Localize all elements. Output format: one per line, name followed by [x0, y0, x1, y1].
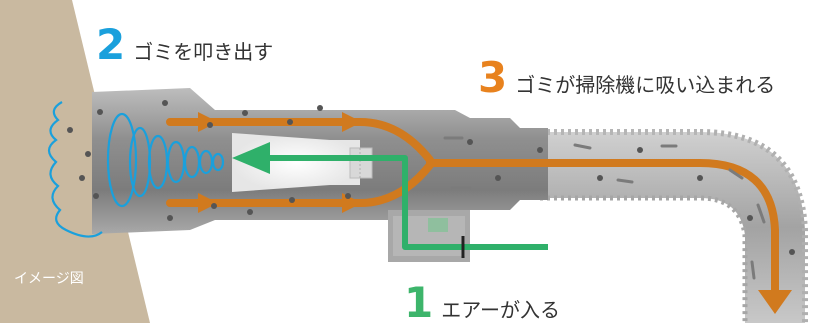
debris-streaks	[443, 136, 766, 280]
dust-particles	[67, 100, 795, 255]
wall-surface	[0, 0, 150, 323]
step-3-label: 3 ゴミが掃除機に吸い込まれる	[478, 57, 775, 99]
step-3-number: 3	[478, 53, 508, 102]
image-caption: イメージ図	[14, 271, 84, 287]
air-arrowhead	[232, 142, 270, 174]
step-2-text: ゴミを叩き出す	[133, 40, 274, 64]
dust-burst-outline	[47, 101, 103, 238]
step-1-label: 1 エアーが入る	[404, 282, 560, 324]
air-flow-path	[262, 155, 548, 250]
step-1-number: 1	[404, 278, 434, 327]
step-2-label: 2 ゴミを叩き出す	[96, 24, 273, 66]
hose-ridges-inner	[540, 195, 748, 323]
air-blast-spiral	[106, 112, 225, 208]
step-1-text: エアーが入る	[441, 298, 561, 322]
step-2-number: 2	[96, 20, 126, 69]
step-3-text: ゴミが掃除機に吸い込まれる	[515, 73, 776, 97]
suction-arrowheads	[198, 112, 792, 314]
vacuum-hose	[540, 129, 808, 323]
